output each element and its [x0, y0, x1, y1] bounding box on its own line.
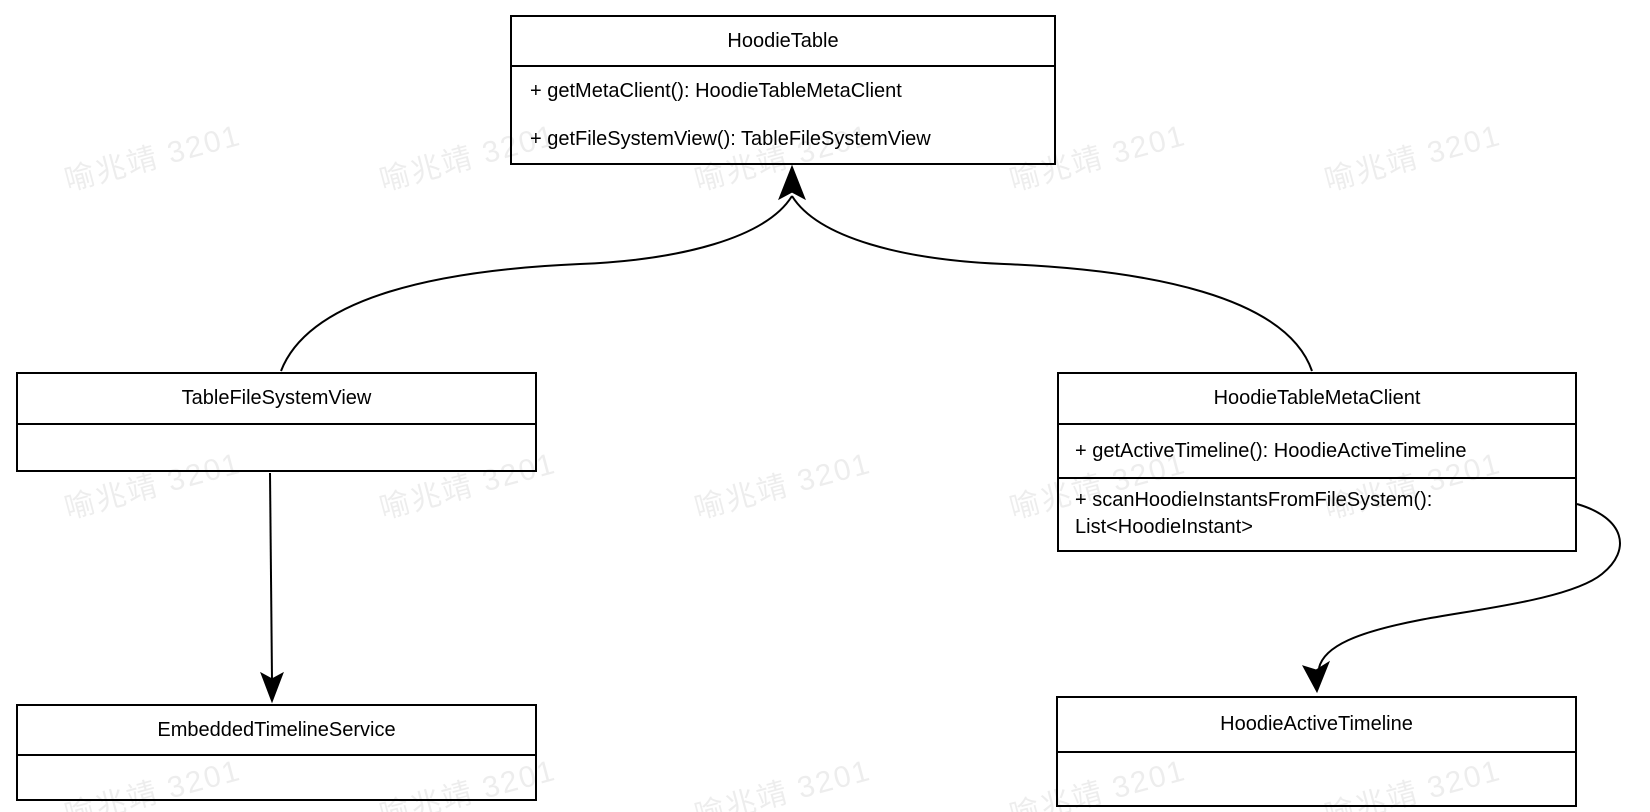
class-title-hoodietable: HoodieTable: [512, 17, 1054, 67]
arrowhead-down-hoodieactivetimeline: [1301, 660, 1331, 694]
watermark-text: 喻兆靖 3201: [691, 447, 875, 526]
class-title-embeddedtimelineservice: EmbeddedTimelineService: [18, 706, 535, 756]
class-box-hoodietablemetaclient: HoodieTableMetaClient + getActiveTimelin…: [1057, 372, 1577, 552]
class-box-hoodietable: HoodieTable + getMetaClient(): HoodieTab…: [510, 15, 1056, 165]
method-get-active-timeline: + getActiveTimeline(): HoodieActiveTimel…: [1059, 425, 1575, 479]
class-title-hoodieactivetimeline: HoodieActiveTimeline: [1058, 698, 1575, 753]
method-get-file-system-view: + getFileSystemView(): TableFileSystemVi…: [530, 128, 931, 150]
arrowhead-down-embeddedtimelineservice: [260, 671, 284, 704]
class-title-hoodietablemetaclient: HoodieTableMetaClient: [1059, 374, 1575, 425]
arrow-tablefilesystemview-to-hoodietable: [280, 195, 793, 372]
watermark-text: 喻兆靖 3201: [691, 754, 875, 812]
class-box-embeddedtimelineservice: EmbeddedTimelineService: [16, 704, 537, 801]
watermark-text: 喻兆靖 3201: [61, 119, 245, 198]
arrow-hoodietablemetaclient-to-hoodietable: [791, 195, 1313, 372]
arrowhead-up-hoodietable: [778, 164, 806, 201]
class-box-hoodieactivetimeline: HoodieActiveTimeline: [1056, 696, 1577, 807]
methods-compartment: + getMetaClient(): HoodieTableMetaClient…: [512, 67, 1054, 163]
class-box-tablefilesystemview: TableFileSystemView: [16, 372, 537, 472]
arrow-tablefilesystemview-to-embeddedtimelineservice: [269, 472, 273, 681]
watermark-text: 喻兆靖 3201: [1321, 119, 1505, 198]
method-scan-hoodie-instants: + scanHoodieInstantsFromFileSystem(): Li…: [1075, 489, 1433, 538]
class-title-tablefilesystemview: TableFileSystemView: [18, 374, 535, 425]
method-get-meta-client: + getMetaClient(): HoodieTableMetaClient: [530, 80, 902, 102]
